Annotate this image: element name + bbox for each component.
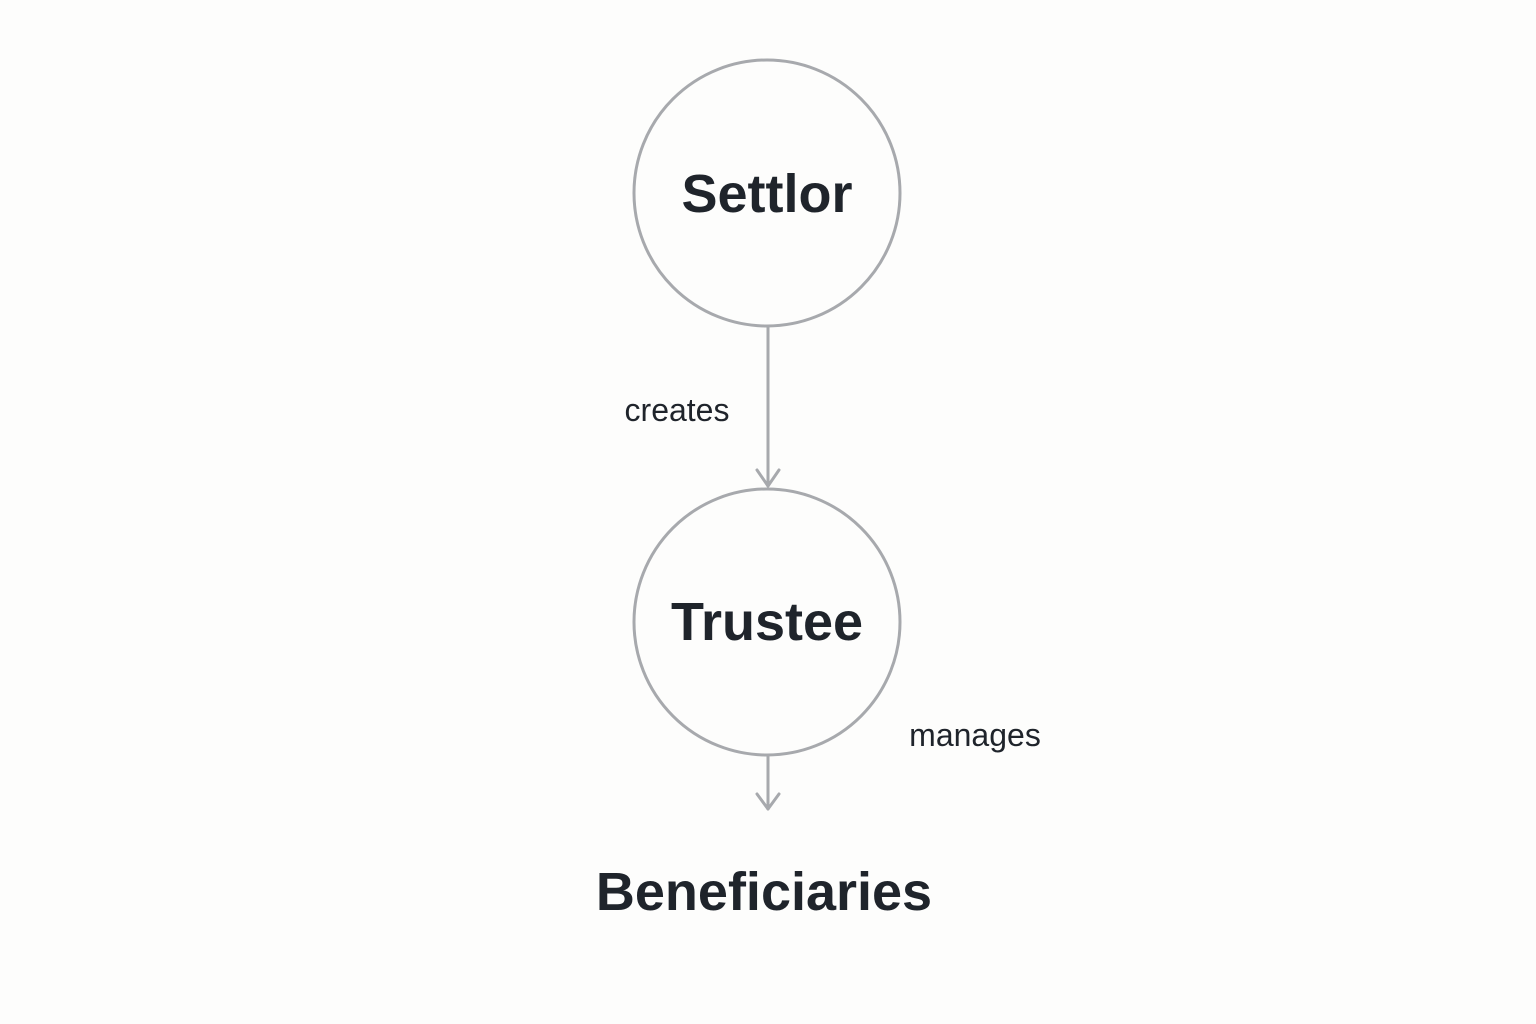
node-settlor-label: Settlor: [681, 164, 852, 224]
edge-creates-arrowhead-icon: [755, 468, 781, 488]
node-trustee-circle: [632, 487, 902, 757]
edge-manages-label: manages: [909, 717, 1041, 753]
edge-creates: creates: [625, 323, 781, 488]
edge-manages: manages: [755, 717, 1041, 811]
node-trustee: Trustee: [632, 487, 902, 757]
node-settlor-circle: [632, 58, 902, 328]
node-trustee-label: Trustee: [671, 592, 863, 652]
edge-creates-label: creates: [625, 392, 730, 428]
node-beneficiaries-label: Beneficiaries: [596, 862, 932, 922]
edge-manages-arrowhead-icon: [755, 792, 781, 811]
node-settlor: Settlor: [632, 58, 902, 328]
